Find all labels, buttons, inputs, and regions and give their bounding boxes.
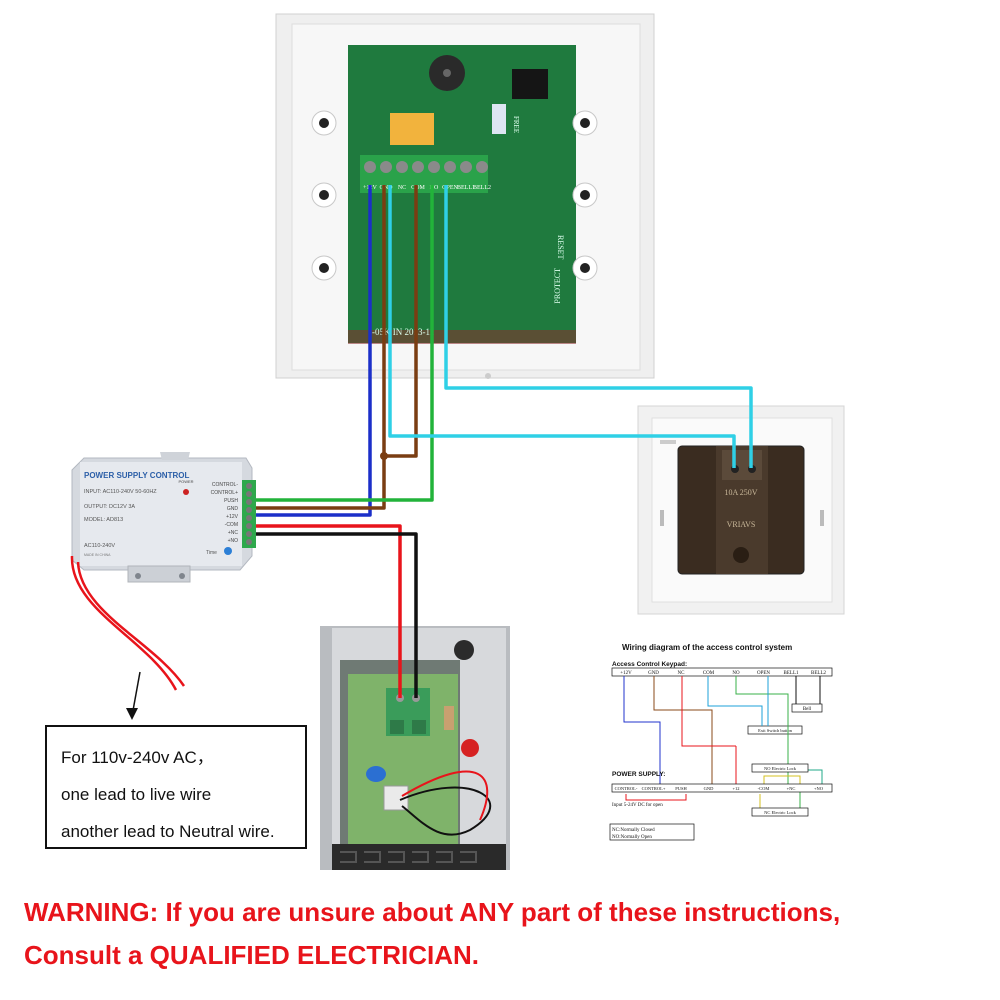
schematic-ps-terminal: CONTROL- xyxy=(615,786,638,791)
ac-input-wires xyxy=(70,555,186,691)
switch-brand: VRIAVS xyxy=(727,520,756,529)
nc-lock-label: NC Electric Lock xyxy=(764,810,796,815)
chip-icon xyxy=(512,69,548,99)
schematic-ps-terminal: -COM xyxy=(758,786,770,791)
switch-rating: 10A 250V xyxy=(724,488,757,497)
warning-line-2: Consult a QUALIFIED ELECTRICIAN. xyxy=(24,940,479,970)
schematic-keypad-terminal: COM xyxy=(703,671,715,676)
schematic-keypad-terminal: BELL2 xyxy=(811,671,826,676)
psu-terminal-label: +NO xyxy=(228,538,239,544)
psu-terminal-label: CONTROL+ xyxy=(211,490,238,496)
arrow-icon xyxy=(126,708,138,720)
electric-lock xyxy=(320,626,510,870)
keypad-terminal-label: GND xyxy=(380,185,394,191)
schematic-ps-terminal: +NC xyxy=(787,786,796,791)
schematic-keypad-terminal: +12V xyxy=(620,671,632,676)
power-led-icon xyxy=(183,489,189,495)
psu-terminal-label: +12V xyxy=(226,514,238,520)
schematic-keypad-terminal: NC xyxy=(678,671,686,676)
psu-terminal-label: +NC xyxy=(228,530,239,536)
reset-label: RESET xyxy=(556,235,565,260)
psu-output: OUTPUT: DC12V 3A xyxy=(84,504,135,510)
connection-wires xyxy=(256,185,753,698)
psu-made: MADE IN CHINA xyxy=(84,553,111,557)
no-lock-label: NO Electric Lock xyxy=(764,766,797,771)
schematic-ps-terminal: CONTROL+ xyxy=(642,786,666,791)
psu-terminal-label: PUSH xyxy=(224,498,238,504)
protect-label: PROTECT xyxy=(553,268,562,304)
free-label: FREE xyxy=(512,116,520,133)
relay-icon xyxy=(390,113,434,145)
schematic-ps-terminal: +12 xyxy=(732,786,739,791)
ac-wiring-note: For 110v-240v AC， one lead to live wire … xyxy=(45,725,307,849)
warning-line-1: WARNING: If you are unsure about ANY par… xyxy=(24,897,841,927)
schematic-keypad-terminal: OPEN xyxy=(757,671,770,676)
legend-no: NO:Normally Open xyxy=(612,835,652,840)
note-line: one lead to live wire xyxy=(61,785,212,804)
schematic-ps-terminal: GND xyxy=(704,786,714,791)
keypad-terminal-label: COM xyxy=(411,185,425,191)
psu-terminal-label: -COM xyxy=(225,522,238,528)
psu-power-label: POWER xyxy=(178,479,193,484)
power-supply: POWER SUPPLY CONTROL POWER INPUT: AC110-… xyxy=(71,452,256,583)
keypad-terminal-label: BELL2 xyxy=(473,185,491,191)
psu-model: MODEL: AD813 xyxy=(84,517,123,523)
psu-title: POWER SUPPLY CONTROL xyxy=(84,471,189,480)
schematic-keypad-terminal: GND xyxy=(648,671,659,676)
schematic-keypad-terminal: NO xyxy=(732,671,740,676)
psu-input: INPUT: AC110-240V 50-60HZ xyxy=(84,489,157,495)
legend-nc: NC:Normally Closed xyxy=(612,828,655,833)
time-knob-icon xyxy=(224,547,232,555)
exit-button-label: Exit Switch button xyxy=(758,728,793,733)
input-note: Input 5-24V DC for open xyxy=(612,803,663,808)
bell-label: Bell xyxy=(803,707,812,712)
schematic-title: Wiring diagram of the access control sys… xyxy=(622,643,792,652)
wiring-schematic: Wiring diagram of the access control sys… xyxy=(609,643,833,841)
psu-ac: AC110-240V xyxy=(84,543,115,549)
note-line: another lead to Neutral wire. xyxy=(61,822,275,841)
ps-heading: POWER SUPPLY: xyxy=(612,771,665,778)
note-line: For 110v-240v AC， xyxy=(61,748,214,767)
schematic-ps-terminal: PUSH xyxy=(675,786,687,791)
exit-wall-switch: 10A 250V VRIAVS xyxy=(637,405,845,615)
keypad-terminal-label: BELL1 xyxy=(457,185,475,191)
keypad-terminal-label: OPEN xyxy=(442,185,458,191)
capacitor-icon xyxy=(366,766,386,782)
schematic-ps-terminal: +NO xyxy=(814,786,824,791)
schematic-keypad-terminal: BELL1 xyxy=(784,671,799,676)
psu-terminal-label: GND xyxy=(227,506,239,512)
pcb-date-label: -05K IN 2013-11 xyxy=(372,327,434,337)
keypad-terminal-label: NO xyxy=(430,185,439,191)
led-icon xyxy=(461,739,479,757)
keypad-heading: Access Control Keypad: xyxy=(612,661,687,668)
keypad-terminal-label: NC xyxy=(398,185,406,191)
psu-terminal-label: CONTROL- xyxy=(212,482,238,488)
psu-time: Time xyxy=(206,550,217,556)
